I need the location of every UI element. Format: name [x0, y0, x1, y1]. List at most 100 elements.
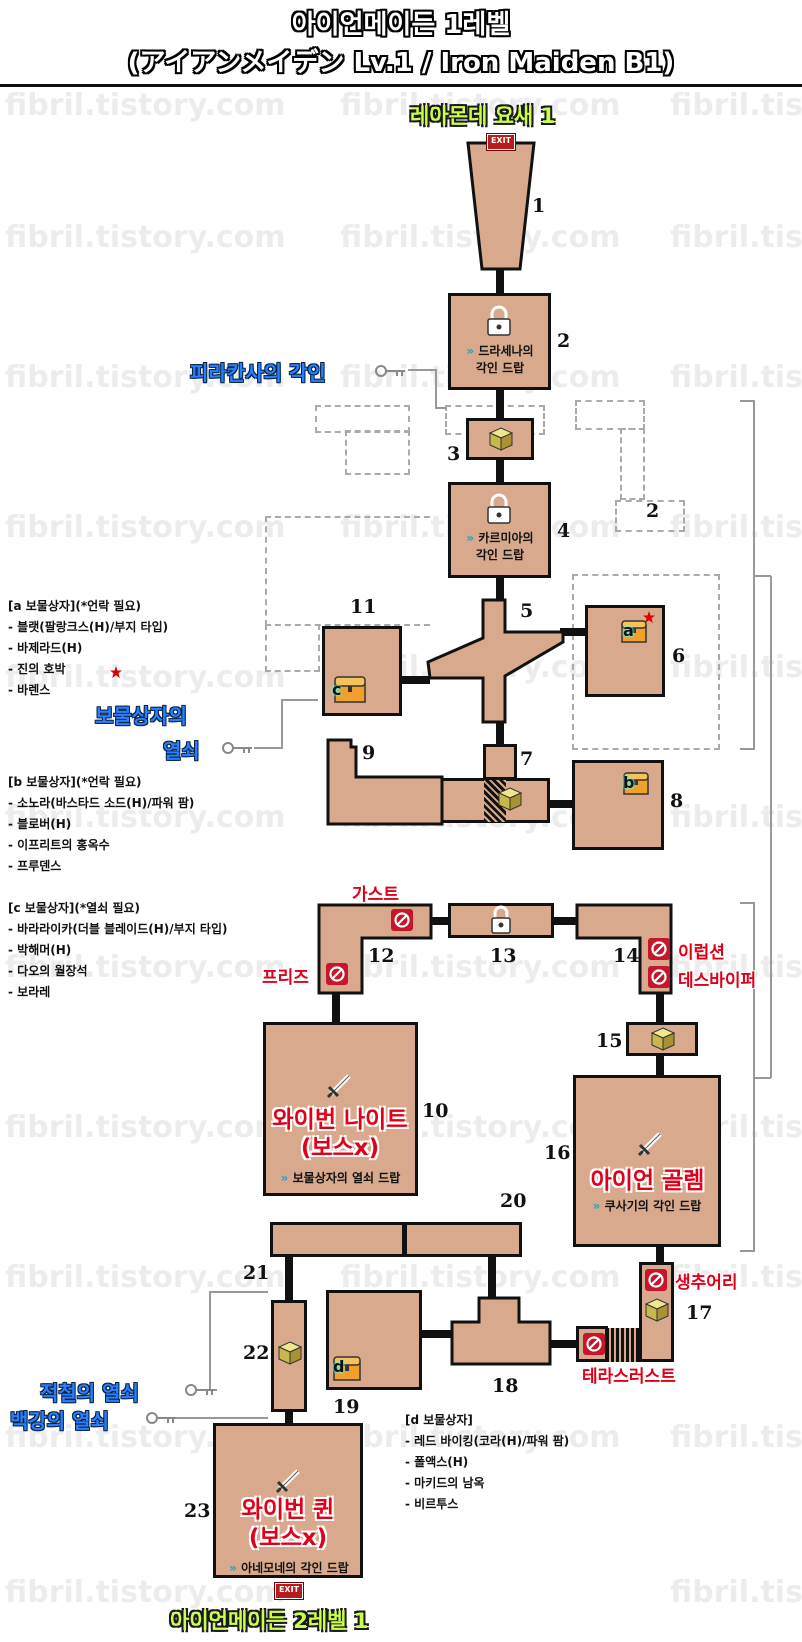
bracket-tick: [755, 575, 771, 577]
enemy-label-terrastrust: 테라스러스트: [582, 1367, 676, 1387]
corridor: [332, 990, 340, 1025]
enemy-label-ghost: 가스트: [352, 885, 399, 905]
watermark: fibril.tistory.com: [5, 88, 286, 123]
room-number: 10: [422, 1100, 449, 1122]
room-10-drop: » 보물상자의 열쇠 드랍: [253, 1170, 428, 1187]
dashed-area: [575, 400, 645, 430]
room-14: [575, 903, 673, 995]
chest-list-item: - 보라레: [8, 985, 51, 999]
chest-list-item: - 소노라(바스타드 소드(H)/파워 팜): [8, 796, 195, 810]
chest-list-header: [d 보물상자]: [405, 1413, 473, 1427]
map-title-korean: 아이언메이든 1레벨: [291, 10, 511, 40]
corridor: [553, 917, 577, 925]
watermark: fibril.tistory.com: [670, 360, 802, 395]
corridor: [656, 1052, 664, 1077]
dashed-area: [265, 516, 430, 626]
bracket-tick: [755, 1077, 771, 1079]
room-4-drop: » 카르미아의 각인 드랍: [445, 530, 555, 564]
drop-text: 쿠사기의 각인 드랍: [604, 1199, 702, 1213]
lock-icon: [487, 493, 511, 524]
room-4: [448, 482, 551, 578]
room-16-drop: » 쿠사기의 각인 드랍: [568, 1198, 726, 1215]
room-number: 18: [492, 1375, 519, 1397]
no-entry-icon: [326, 963, 348, 985]
room-number: 20: [500, 1190, 527, 1212]
label-chest-key: 열쇠: [163, 739, 200, 763]
drop-text: 각인 드랍: [475, 361, 525, 375]
drop-text: 각인 드랍: [475, 548, 525, 562]
room-number: 7: [520, 748, 534, 770]
key-icon: [222, 742, 252, 754]
chest-list-item: - 박해머(H): [8, 943, 72, 957]
cube-icon: [497, 787, 523, 811]
arrow-icon: »: [466, 531, 475, 545]
watermark: fibril.tistory.com: [670, 220, 802, 255]
drop-text: 카르미아의: [478, 531, 534, 545]
boss-name: 와이번 퀸: [241, 1497, 335, 1523]
room-number: 8: [670, 790, 684, 812]
boss-wyvern-queen: 와이번 퀸 (보스x): [213, 1496, 363, 1552]
title-divider: [0, 84, 802, 87]
chest-icon: [333, 1356, 361, 1381]
arrow-icon: »: [229, 1561, 237, 1575]
dashed-area: [572, 574, 720, 750]
watermark: fibril.tistory.com: [5, 800, 286, 835]
room-number: 16: [544, 1142, 571, 1164]
exit-icon: EXIT: [274, 1582, 304, 1600]
room-16: [573, 1075, 721, 1247]
chest-icon: [621, 620, 647, 643]
sword-icon: [275, 1469, 300, 1494]
chest-list-b: [b 보물상자](*언락 필요) - 소노라(바스타드 소드(H)/파워 팜) …: [8, 772, 194, 877]
chest-list-item: - 진의 호박: [8, 662, 66, 676]
room-number: 5: [520, 600, 534, 622]
chest-list-a: [a 보물상자](*언락 필요) - 블랫(팔랑크스(H)/부지 타입) - 바…: [8, 596, 168, 701]
dashed-area: [315, 405, 410, 433]
map-title-subtitle: (アイアンメイデン Lv.1 / Iron Maiden B1): [127, 48, 675, 78]
label-white-steel-key: 백강의 열쇠: [10, 1409, 109, 1433]
watermark: fibril.tistory.com: [5, 220, 286, 255]
corridor: [496, 720, 504, 746]
room-number: 9: [362, 742, 376, 764]
corridor: [496, 268, 504, 296]
room-number: 22: [243, 1342, 270, 1364]
cube-icon: [277, 1341, 303, 1365]
room-number: 2: [557, 330, 571, 352]
cube-icon: [488, 427, 514, 451]
room-10: [263, 1022, 418, 1196]
stairs: [606, 1328, 640, 1362]
chest-list-item: - 마키드의 남옥: [405, 1476, 485, 1490]
label-steel-key: 적철의 열쇠: [40, 1381, 139, 1405]
corridor: [285, 1410, 293, 1426]
watermark: fibril.tistory.com: [5, 510, 286, 545]
room-number: 11: [350, 596, 377, 618]
room-number: 6: [672, 645, 686, 667]
room-number: 14: [613, 945, 640, 967]
watermark: fibril.tistory.com: [340, 88, 621, 123]
enemy-label-eruption: 이럽션: [678, 943, 725, 963]
arrow-icon: »: [592, 1199, 601, 1213]
chest-letter-d: d: [333, 1357, 345, 1376]
corridor: [656, 990, 664, 1023]
room-5: [426, 598, 565, 724]
chest-list-item: - 다오의 월장석: [8, 964, 88, 978]
dashed-area-number: 2: [646, 500, 660, 522]
key-icon: [375, 365, 405, 377]
no-entry-icon: [648, 966, 670, 988]
lock-icon: [491, 905, 511, 934]
dashed-area: [345, 430, 410, 475]
watermark: fibril.tistory.com: [5, 950, 286, 985]
section-bracket: [740, 400, 755, 750]
boss-wyvern-knight: 와이번 나이트 (보스x): [265, 1106, 415, 1162]
room-number: 23: [184, 1500, 211, 1522]
corridor: [548, 1340, 578, 1348]
chest-list-item: - 비르투스: [405, 1497, 459, 1511]
watermark: fibril.tistory.com: [340, 1260, 621, 1295]
watermark: fibril.tistory.com: [5, 360, 286, 395]
watermark: fibril.tistory.com: [670, 88, 802, 123]
watermark: fibril.tistory.com: [670, 510, 802, 545]
room-21: [270, 1222, 405, 1257]
chest-list-item: - 바렌스: [8, 683, 51, 697]
chest-letter-a: a: [623, 621, 634, 640]
boss-iron-golem: 아이언 골렘: [590, 1168, 705, 1194]
